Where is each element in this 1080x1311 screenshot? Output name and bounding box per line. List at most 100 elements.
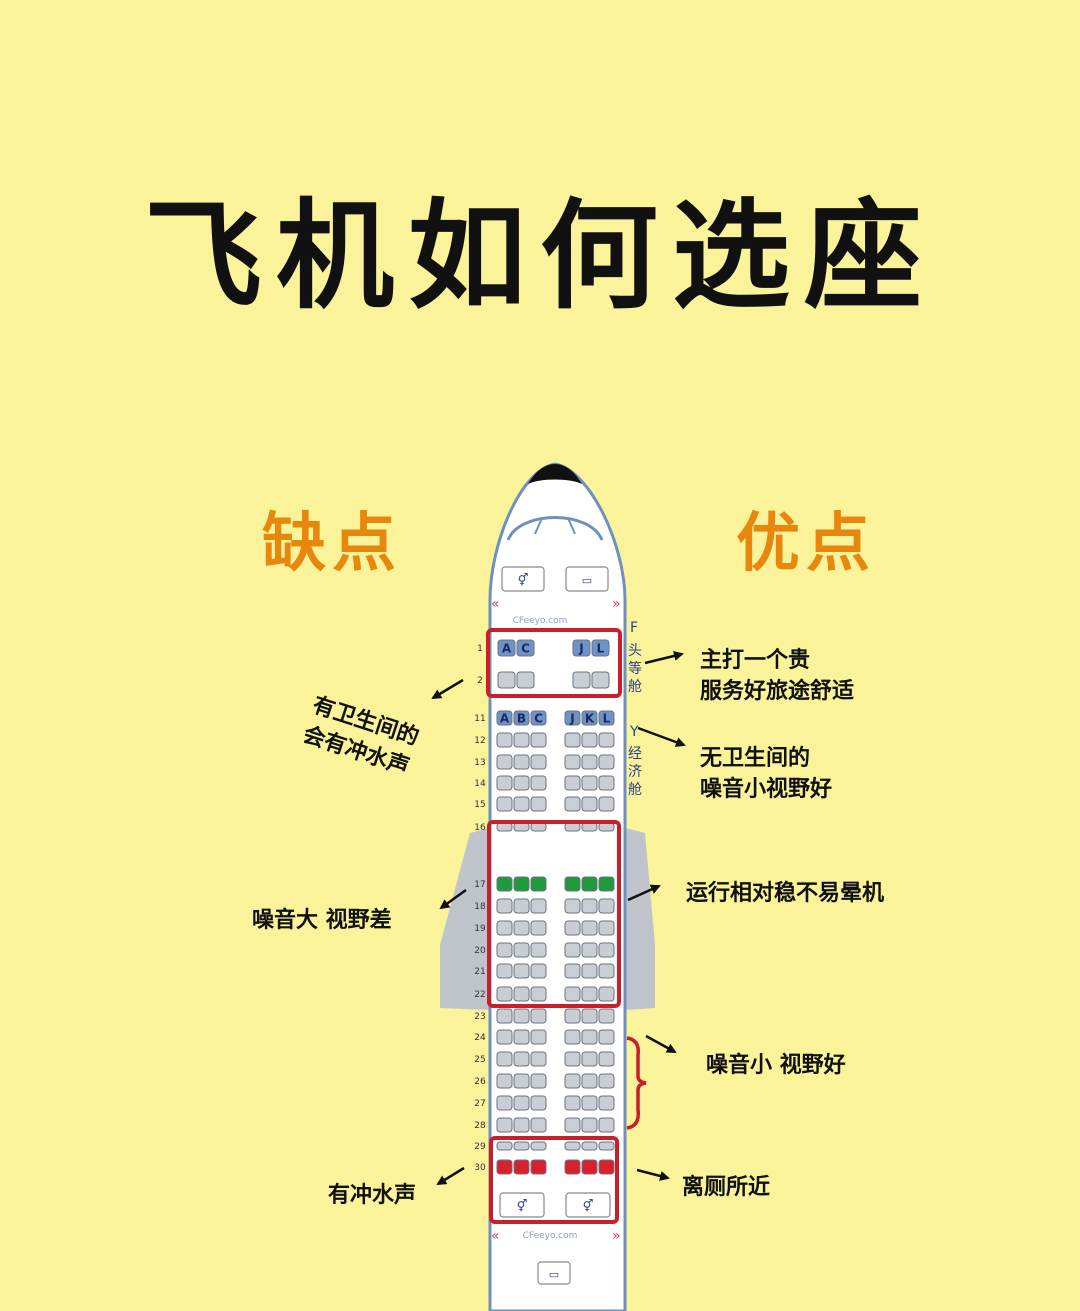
arrow-first-class: [644, 651, 684, 665]
seat-27-6: [598, 1095, 615, 1111]
seat-14-4: [564, 775, 581, 791]
seat-11-6-letter: L: [603, 712, 611, 726]
seat-13-5: [581, 754, 598, 770]
seat-20-2: [513, 942, 530, 958]
seat-20-1: [496, 942, 513, 958]
seat-21-6: [598, 963, 615, 979]
seat-30-4: [564, 1159, 581, 1175]
seat-18-4: [564, 898, 581, 914]
seat-20-6: [598, 942, 615, 958]
first-class-name-3: 舱: [628, 679, 642, 695]
seat-14-5: [581, 775, 598, 791]
right-wing: [625, 828, 655, 1010]
seat-12-2: [513, 732, 530, 748]
row-number-14: 14: [474, 779, 486, 789]
cons-note-wing-zone: 噪音大 视野差: [252, 908, 392, 933]
svg-text:⚥: ⚥: [517, 1199, 528, 1213]
seat-19-2: [513, 920, 530, 936]
seat-19-6: [598, 920, 615, 936]
seat-11-1: [496, 710, 513, 726]
seat-11-1-letter: A: [500, 712, 510, 726]
annotation-arrows: [431, 651, 686, 1186]
seat-19-3: [530, 920, 547, 936]
seat-13-3: [530, 754, 547, 770]
svg-text:⚥: ⚥: [518, 573, 529, 587]
pros-heading: 优点: [736, 507, 876, 581]
seat-11-3-letter: C: [534, 712, 543, 726]
cons-note-rear-lavatory: 有冲水声: [328, 1183, 417, 1208]
highlight-box-wing-zone: [487, 820, 621, 1008]
seat-17-3: [530, 876, 547, 892]
seat-28-3: [530, 1117, 547, 1133]
svg-text:▭: ▭: [582, 574, 592, 587]
seat-12-1: [496, 732, 513, 748]
left-wing: [440, 828, 490, 1010]
seat-1-4-letter: L: [597, 642, 605, 656]
seat-21-5: [581, 963, 598, 979]
seat-26-2: [513, 1073, 530, 1089]
pros-note-first-class: 主打一个贵服务好旅途舒适: [700, 648, 855, 704]
seat-22-3: [530, 986, 547, 1002]
watermark-front: CFeeyo.com: [513, 616, 568, 626]
seat-22-6: [598, 986, 615, 1002]
front-door-marker-left: «: [491, 596, 500, 612]
rear-door-marker-left: «: [491, 1228, 500, 1244]
highlight-box-rear-rows: [489, 1136, 619, 1224]
seat-18-6: [598, 898, 615, 914]
economy-class-code: Y: [629, 724, 639, 740]
row-number-27: 27: [474, 1099, 485, 1109]
pros-note-rear-rows: 噪音小 视野好: [706, 1053, 846, 1078]
seat-28-2: [513, 1117, 530, 1133]
cockpit-window-icon: [506, 516, 604, 541]
seat-19-1: [496, 920, 513, 936]
front-door-marker-right: »: [612, 596, 621, 612]
arrow-rear-lavatory-left: [436, 1166, 465, 1186]
arrow-front-lavatory: [431, 678, 464, 700]
seat-2-2: [516, 671, 535, 689]
seat-2-1: [497, 671, 516, 689]
seat-29-6: [598, 1141, 615, 1151]
seat-29-3: [530, 1141, 547, 1151]
row-number-26: 26: [474, 1077, 486, 1087]
seat-15-1: [496, 796, 513, 812]
seat-17-2: [513, 876, 530, 892]
arrow-rear-lavatory-right: [636, 1168, 670, 1181]
seat-30-1: [496, 1159, 513, 1175]
seat-14-2: [513, 775, 530, 791]
seat-11-4: [564, 710, 581, 726]
pros-note-wing-zone: 运行相对稳不易晕机: [686, 881, 885, 906]
seat-13-1: [496, 754, 513, 770]
row-number-19: 19: [474, 924, 486, 934]
seat-18-5: [581, 898, 598, 914]
seat-21-4: [564, 963, 581, 979]
seat-20-4: [564, 942, 581, 958]
seat-19-5: [581, 920, 598, 936]
arrow-wing-zone-left: [439, 888, 467, 910]
seat-21-3: [530, 963, 547, 979]
row-number-1: 1: [477, 644, 483, 654]
seat-24-5: [581, 1029, 598, 1045]
seat-24-2: [513, 1029, 530, 1045]
seat-21-2: [513, 963, 530, 979]
seat-1-3: [572, 639, 591, 657]
seat-16-4: [564, 822, 581, 832]
seat-12-3: [530, 732, 547, 748]
seat-2-4: [591, 671, 610, 689]
seat-13-4: [564, 754, 581, 770]
seat-22-4: [564, 986, 581, 1002]
seat-22-2: [513, 986, 530, 1002]
seat-11-2: [513, 710, 530, 726]
seat-17-5: [581, 876, 598, 892]
seat-26-5: [581, 1073, 598, 1089]
seat-25-3: [530, 1051, 547, 1067]
seat-28-1: [496, 1117, 513, 1133]
seat-17-4: [564, 876, 581, 892]
rear-rows-brace: [626, 1036, 647, 1130]
seat-15-4: [564, 796, 581, 812]
economy-class-name-1: 经: [628, 746, 642, 762]
first-class-name-1: 头: [628, 643, 642, 659]
seat-25-4: [564, 1051, 581, 1067]
seat-18-2: [513, 898, 530, 914]
rear-galley-icon: [537, 1261, 571, 1285]
row-number-22: 22: [474, 990, 485, 1000]
